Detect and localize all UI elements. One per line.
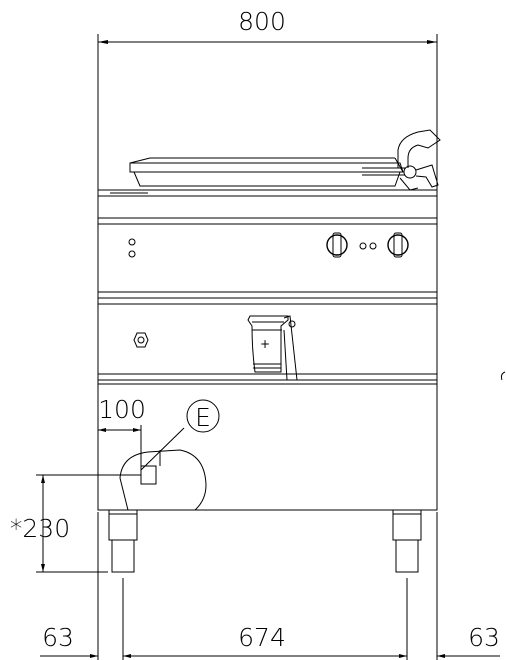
foot-spacing-label: 674 (238, 623, 286, 652)
dimension-connection-height: *230 (10, 474, 141, 573)
top-deck (97, 189, 438, 219)
water-tap (397, 129, 441, 191)
cabinet-base (97, 379, 438, 511)
connection-callout-e: E (195, 403, 211, 432)
kettle-lid (129, 157, 405, 187)
control-panel (97, 217, 438, 299)
control-knob-left (326, 232, 348, 258)
dimension-bottom-chain: 63 674 63 (40, 512, 500, 660)
leg-left (108, 509, 138, 573)
mid-panel: + (97, 297, 438, 381)
dimension-overall-width: 800 (97, 7, 438, 190)
connection-offset-label: 100 (98, 395, 146, 424)
connection-height-label: *230 (10, 514, 70, 543)
indicator-lights (128, 238, 136, 258)
edge-mark (500, 371, 506, 381)
control-knob-right (387, 232, 409, 258)
indicator-pair (359, 242, 377, 250)
drain-outlet (133, 332, 149, 348)
right-offset-label: 63 (468, 623, 500, 652)
drain-valve: + (247, 315, 298, 381)
leg-right (392, 509, 422, 573)
left-offset-label: 63 (42, 623, 74, 652)
dimension-connection-offset: 100 (97, 395, 146, 466)
overall-width-label: 800 (238, 7, 286, 36)
valve-symbol: + (260, 337, 270, 351)
connection-detail: E (119, 399, 220, 511)
